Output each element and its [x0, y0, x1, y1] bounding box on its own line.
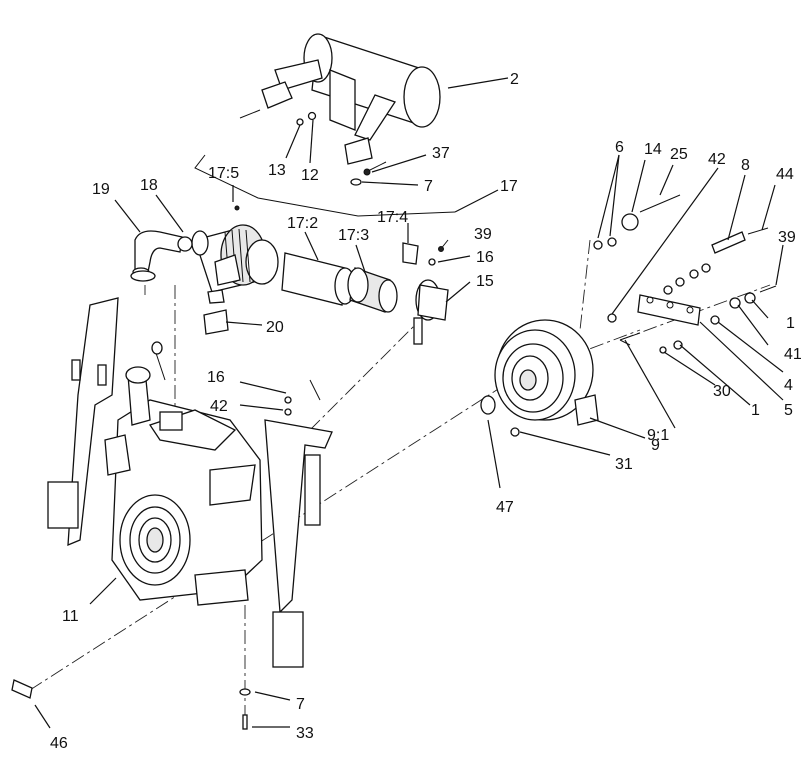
- muffler-hardware: [296, 111, 387, 186]
- callout-39-left: 39: [474, 226, 492, 243]
- right-mount-bracket: [264, 379, 333, 668]
- callout-7-bottom: 7: [296, 696, 305, 713]
- callout-11: 11: [62, 608, 79, 625]
- callout-31: 31: [615, 456, 633, 473]
- callout-41: 41: [784, 346, 802, 363]
- callout-16-mid: 16: [207, 369, 225, 386]
- callout-8: 8: [741, 157, 750, 174]
- leader-lines: [34, 77, 784, 729]
- clamp-bracket: [413, 239, 449, 345]
- callout-9: 9: [651, 437, 660, 454]
- callout-17: 17: [500, 178, 518, 195]
- callout-17-3: 17:3: [338, 227, 369, 244]
- intake-elbow: [130, 230, 229, 335]
- callout-42-mid: 42: [210, 398, 228, 415]
- callout-19: 19: [92, 181, 110, 198]
- callout-1-upper: 1: [786, 315, 795, 332]
- callout-15: 15: [476, 273, 494, 290]
- callout-17-2: 17:2: [287, 215, 318, 232]
- callout-2: 2: [510, 71, 519, 88]
- callout-12: 12: [301, 167, 319, 184]
- callout-33: 33: [296, 725, 314, 742]
- callout-9-1: 9:1: [647, 427, 669, 444]
- air-cleaner-assembly: [191, 154, 456, 313]
- callout-20: 20: [266, 319, 284, 336]
- callout-18: 18: [140, 177, 158, 194]
- pulley-hardware: [593, 194, 777, 354]
- callout-46: 46: [50, 735, 68, 752]
- muffler: [239, 33, 441, 165]
- callout-44: 44: [776, 166, 794, 183]
- callout-37: 37: [432, 145, 450, 162]
- electric-clutch: [480, 319, 631, 437]
- callout-14: 14: [644, 141, 662, 158]
- bottom-hardware: [11, 679, 251, 730]
- callout-7-top: 7: [424, 178, 433, 195]
- callout-6: 6: [615, 139, 624, 156]
- callout-1-lower: 1: [751, 402, 760, 419]
- callout-13: 13: [268, 162, 286, 179]
- left-mount-bracket: [47, 297, 119, 547]
- callout-17-4: 17:4: [377, 209, 408, 226]
- callout-47: 47: [496, 499, 514, 516]
- callout-5: 5: [784, 402, 793, 419]
- callout-42-top: 42: [708, 151, 726, 168]
- engine: [104, 341, 263, 606]
- callout-17-5: 17:5: [208, 165, 239, 182]
- callout-39-right: 39: [778, 229, 796, 246]
- callout-16-top: 16: [476, 249, 494, 266]
- callout-25: 25: [670, 146, 688, 163]
- callout-labels: 2 13 12 37 7 19 18 17:5 17:2 17:3 17:4 1…: [50, 71, 802, 752]
- callout-30: 30: [713, 383, 731, 400]
- callout-4: 4: [784, 377, 793, 394]
